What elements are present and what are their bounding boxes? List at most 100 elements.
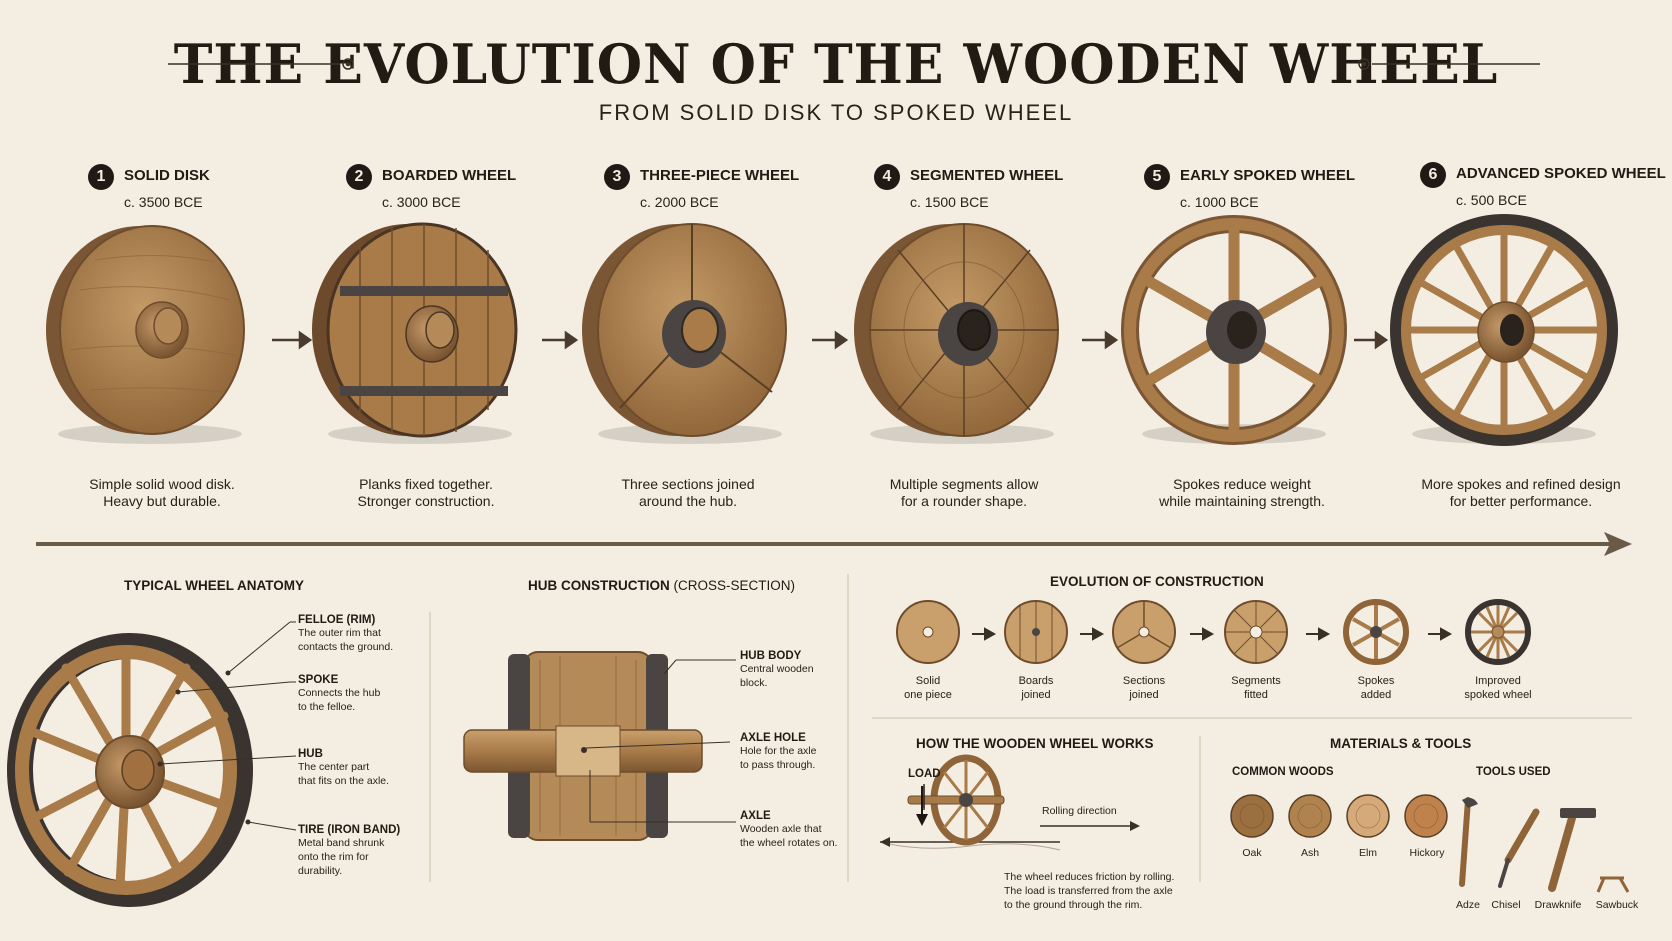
construction-step-6: Improved spoked wheel	[1443, 674, 1553, 702]
mini-solid	[896, 600, 960, 664]
hub-label-axle-hole: AXLE HOLE Hole for the axle to pass thro…	[740, 732, 816, 772]
label-text: block.	[740, 677, 768, 689]
label-head: AXLE HOLE	[740, 732, 806, 744]
desc-line: Spokes reduce weight	[1173, 476, 1311, 492]
wood-label-oak: Oak	[1242, 847, 1262, 859]
anatomy-leader-lines	[157, 621, 297, 831]
wheel-early-spoked	[1121, 215, 1347, 445]
tool-label-chisel: Chisel	[1491, 899, 1521, 911]
stage-1: 1 SOLID DISK c. 3500 BCE	[88, 164, 210, 210]
stage-name: ADVANCED SPOKED WHEEL	[1456, 165, 1666, 182]
anatomy-wheel	[7, 633, 253, 907]
title-ornament-left	[168, 58, 354, 70]
label-text: Hole for the axle	[740, 745, 817, 757]
stage-date: c. 1500 BCE	[910, 194, 989, 210]
adze-icon	[1459, 797, 1478, 887]
note-line: The load is transferred from the axle	[1004, 885, 1173, 897]
label-text: durability.	[298, 865, 343, 877]
wheel-three-piece	[582, 223, 787, 444]
wood-swatch-ash	[1288, 794, 1332, 838]
chisel-icon	[1498, 808, 1540, 888]
anatomy-title: TYPICAL WHEEL ANATOMY	[124, 578, 305, 593]
label-head: AXLE	[740, 810, 771, 822]
wood-grain-ring	[1413, 803, 1439, 829]
desc-line: while maintaining strength.	[1159, 493, 1325, 509]
stage-date: c. 3500 BCE	[124, 194, 203, 210]
wood-label-hickory: Hickory	[1409, 847, 1445, 859]
construction-step-1: Solid one piece	[873, 674, 983, 702]
step-line: spoked wheel	[1464, 689, 1532, 701]
desc-line: Heavy but durable.	[103, 493, 221, 509]
wheel-segmented	[854, 223, 1059, 444]
desc-line: around the hub.	[638, 493, 738, 509]
hub-label-axle: AXLE Wooden axle that the wheel rotates …	[740, 810, 837, 850]
tool-label-adze: Adze	[1456, 899, 1480, 911]
hub-title-suffix: (CROSS-SECTION)	[673, 578, 796, 593]
tools-title: TOOLS USED	[1476, 766, 1551, 778]
tool-label-sawbuck: Sawbuck	[1595, 899, 1639, 911]
stage-name: SOLID DISK	[124, 167, 210, 184]
desc-line: for a rounder shape.	[900, 493, 1028, 509]
hub-title: HUB CONSTRUCTION (CROSS-SECTION)	[528, 578, 795, 593]
anatomy-label-tire: TIRE (IRON BAND) Metal band shrunk onto …	[298, 824, 400, 878]
works-note-2: The load is transferred from the axle	[1004, 884, 1173, 898]
label-text: Wooden axle that	[740, 823, 822, 835]
construction-title: EVOLUTION OF CONSTRUCTION	[1050, 574, 1264, 589]
step-line: Boards	[1018, 675, 1054, 687]
label-head: SPOKE	[298, 674, 339, 686]
stage-name: BOARDED WHEEL	[382, 167, 517, 184]
works-load-label: LOAD	[908, 768, 941, 780]
desc-line: More spokes and refined design	[1421, 476, 1621, 492]
label-head: HUB BODY	[740, 650, 802, 662]
stage-name: THREE-PIECE WHEEL	[640, 167, 800, 184]
construction-step-2: Boards joined	[981, 674, 1091, 702]
label-text: The center part	[298, 761, 370, 773]
step-line: Improved	[1475, 675, 1521, 687]
hub-label-body: HUB BODY Central wooden block.	[740, 650, 814, 690]
mini-improved	[1465, 599, 1531, 665]
step-line: joined	[1129, 689, 1159, 701]
mini-boards	[1004, 600, 1068, 664]
label-text: onto the rim for	[298, 851, 369, 863]
stage-number: 4	[874, 164, 900, 190]
wood-label-ash: Ash	[1300, 847, 1320, 859]
wood-grain-ring	[1239, 803, 1265, 829]
wood-swatches	[1230, 794, 1448, 838]
stage-4: 4 SEGMENTED WHEEL c. 1500 BCE	[874, 164, 1063, 210]
stage-number: 1	[88, 164, 114, 190]
desc-line: Planks fixed together.	[359, 476, 493, 492]
works-diagram	[879, 754, 1140, 851]
stage-date: c. 500 BCE	[1456, 192, 1527, 208]
step-line: Solid	[915, 675, 941, 687]
drawknife-icon	[1548, 808, 1596, 892]
step-line: one piece	[904, 689, 952, 701]
label-text: Connects the hub	[298, 687, 381, 699]
page-subtitle: FROM SOLID DISK TO SPOKED WHEEL	[598, 100, 1074, 125]
mini-segments	[1224, 600, 1288, 664]
wood-label-elm: Elm	[1358, 847, 1378, 859]
woods-title: COMMON WOODS	[1232, 766, 1334, 778]
wood-grain-ring	[1297, 803, 1323, 829]
mini-arrows	[972, 627, 1453, 641]
wood-swatch-hickory	[1404, 794, 1448, 838]
label-text: to pass through.	[740, 759, 816, 771]
stage-date: c. 2000 BCE	[640, 194, 719, 210]
step-line: joined	[1021, 689, 1051, 701]
note-line: to the ground through the rim.	[1004, 899, 1143, 911]
label-text: the wheel rotates on.	[740, 837, 838, 849]
page-title: THE EVOLUTION OF THE WOODEN WHEEL	[173, 32, 1499, 97]
wheel-advanced-spoked	[1390, 214, 1618, 446]
works-note-3: to the ground through the rim.	[1004, 898, 1142, 912]
stage-name: SEGMENTED WHEEL	[910, 167, 1064, 184]
anatomy-label-felloe: FELLOE (RIM) The outer rim that contacts…	[298, 614, 393, 654]
label-text: that fits on the axle.	[298, 775, 390, 787]
